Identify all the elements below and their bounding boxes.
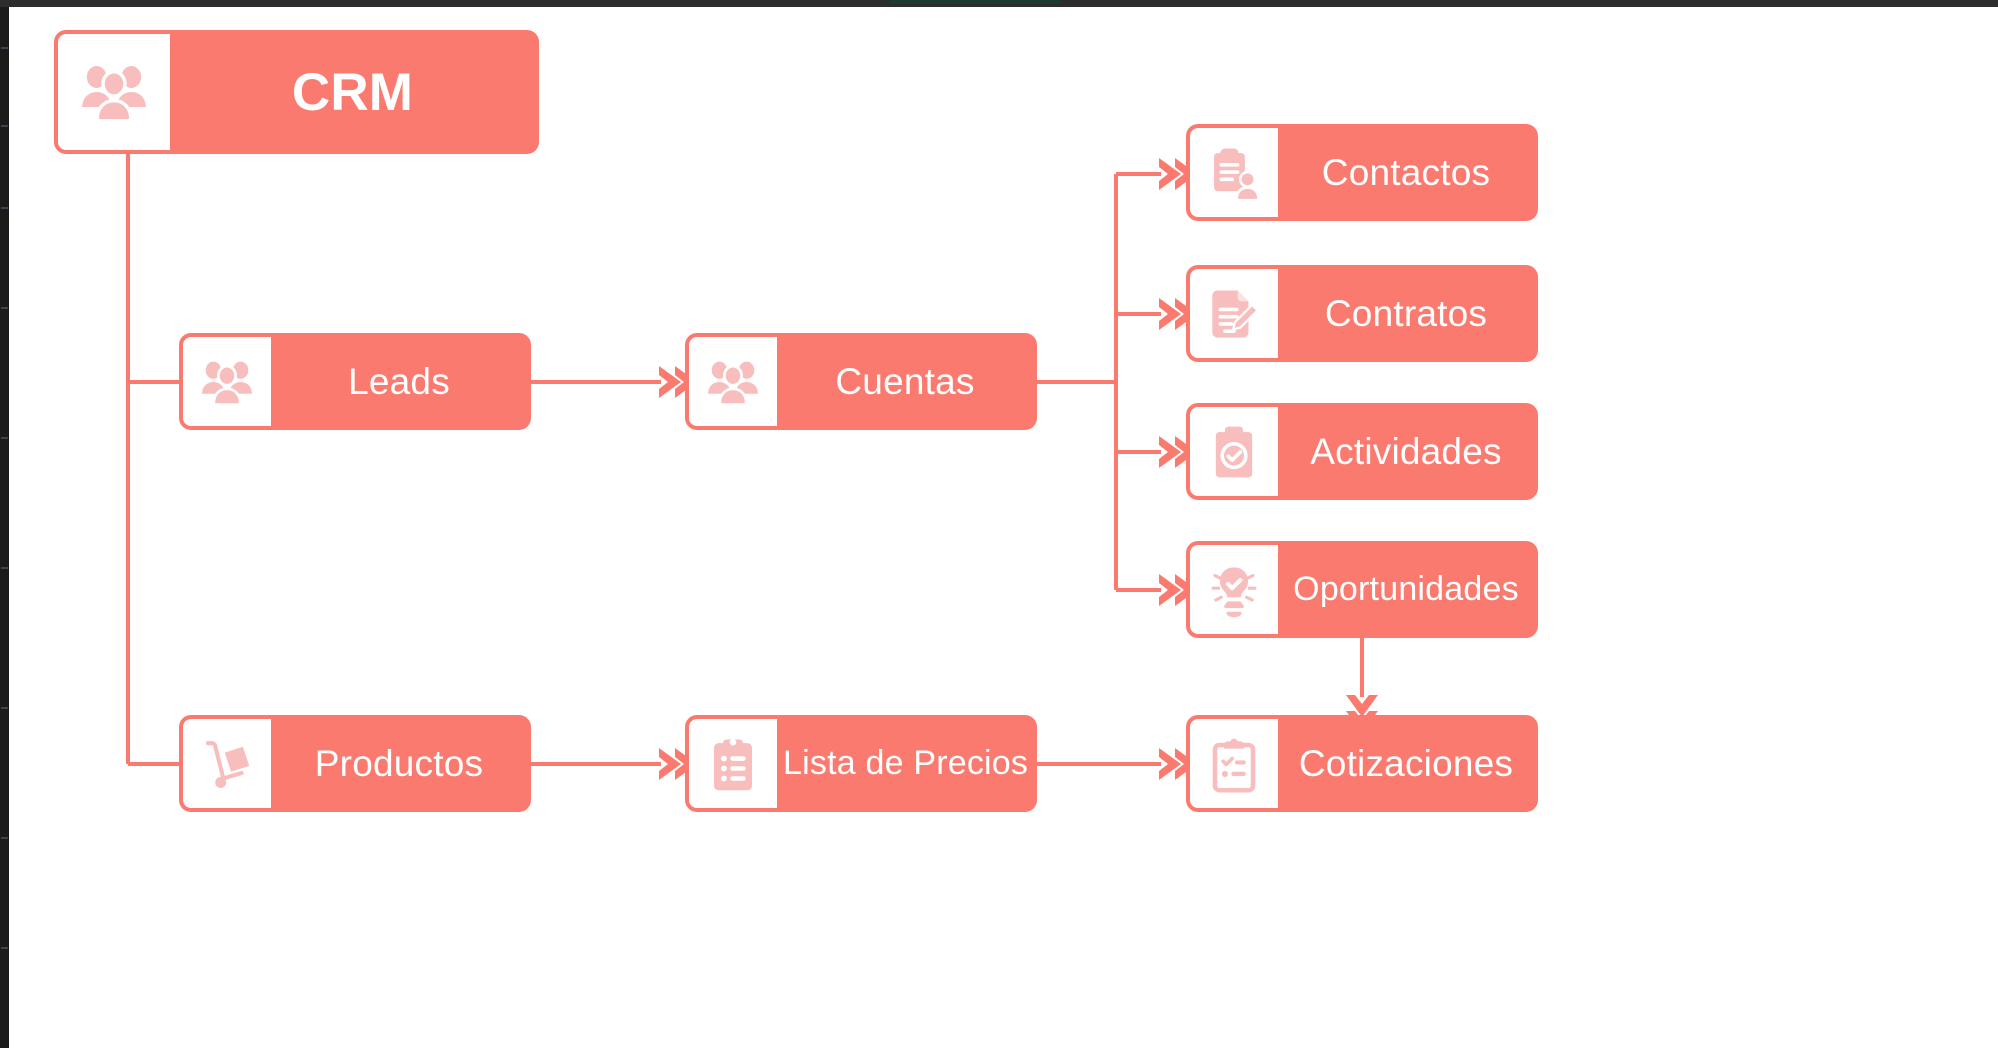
node-contactos-label: Contactos <box>1321 151 1491 193</box>
rail-fleck <box>1 437 8 439</box>
node-productos-label: Productos <box>314 742 484 784</box>
rail-fleck <box>1 567 8 569</box>
node-crm[interactable]: CRM <box>54 30 539 154</box>
clipboard-check-icon <box>1190 407 1278 496</box>
node-contratos-label: Contratos <box>1324 292 1488 334</box>
people-group-icon <box>689 337 777 426</box>
clipboard-list-icon <box>689 719 777 808</box>
node-actividades[interactable]: Actividades <box>1186 403 1538 500</box>
clipboard-person-icon <box>1190 128 1278 217</box>
crm-flowchart: CRM Leads Cuenta <box>9 7 1998 1048</box>
lightbulb-check-icon <box>1190 545 1278 634</box>
window-chrome-left-rail <box>0 7 9 1048</box>
hand-truck-box-icon <box>183 719 271 808</box>
node-cuentas[interactable]: Cuentas <box>685 333 1037 430</box>
rail-fleck <box>1 307 8 309</box>
people-group-icon <box>58 34 170 150</box>
rail-fleck <box>1 837 8 839</box>
rail-fleck <box>1 947 8 949</box>
node-actividades-label: Actividades <box>1310 430 1502 472</box>
document-pencil-icon <box>1190 269 1278 358</box>
people-group-icon <box>183 337 271 426</box>
node-leads-label: Leads <box>348 360 450 402</box>
node-lista-precios-label: Lista de Precios <box>783 744 1029 782</box>
window-chrome-top-bar <box>0 0 1998 7</box>
connector-layer <box>126 154 1378 780</box>
node-cuentas-label: Cuentas <box>835 360 975 402</box>
node-contactos[interactable]: Contactos <box>1186 124 1538 221</box>
node-productos[interactable]: Productos <box>179 715 531 812</box>
clipboard-checklist-icon <box>1190 719 1278 808</box>
node-cotizaciones-label: Cotizaciones <box>1298 742 1514 784</box>
node-oportunidades[interactable]: Oportunidades <box>1186 541 1538 638</box>
node-lista-precios[interactable]: Lista de Precios <box>685 715 1037 812</box>
node-cotizaciones[interactable]: Cotizaciones <box>1186 715 1538 812</box>
node-leads[interactable]: Leads <box>179 333 531 430</box>
node-crm-label: CRM <box>291 62 414 122</box>
rail-fleck <box>1 707 8 709</box>
rail-fleck <box>1 125 8 127</box>
rail-fleck <box>1 207 8 209</box>
rail-fleck <box>1 47 8 49</box>
node-contratos[interactable]: Contratos <box>1186 265 1538 362</box>
browser-tab-highlight <box>890 0 1060 4</box>
node-oportunidades-label: Oportunidades <box>1293 570 1519 608</box>
